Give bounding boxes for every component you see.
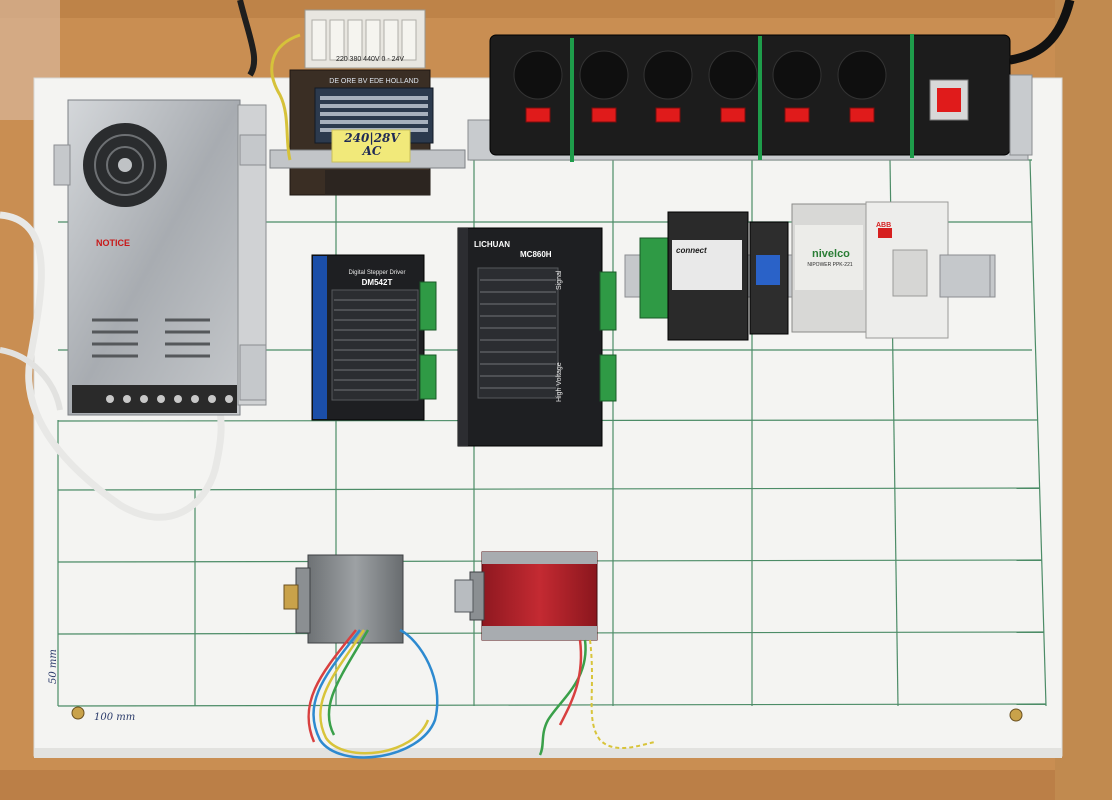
- driver-mc860h: [457, 227, 617, 447]
- brown-wire: [237, 0, 258, 77]
- socket-group: [513, 50, 887, 123]
- psu-notice-title: NOTICE: [96, 238, 131, 248]
- motor-wire-red-2: [558, 639, 583, 726]
- motor-wire-green: [327, 629, 370, 736]
- motor-wire-red: [307, 629, 357, 743]
- motor-wires-red: [538, 639, 587, 756]
- transformer: [269, 9, 466, 196]
- horizontal-scale-label: 100 mm: [94, 712, 136, 723]
- socket-6: [837, 50, 887, 100]
- socket-switch-4[interactable]: [720, 107, 746, 123]
- mc860h-high-voltage-label: High Voltage: [556, 362, 563, 402]
- socket-switch-5[interactable]: [784, 107, 810, 123]
- motor-wire-yellow-2: [589, 639, 656, 750]
- socket-1: [513, 50, 563, 100]
- abb-brand: ABB: [876, 222, 892, 229]
- motor-wire-yellow: [319, 629, 430, 755]
- mc860h-signal-label: Signal: [556, 270, 563, 290]
- socket-switch-6[interactable]: [849, 107, 875, 123]
- stepper-motor-grey: [283, 554, 404, 644]
- vertical-scale-label: 50 mm: [48, 649, 59, 684]
- power-supply-unit: [53, 99, 267, 416]
- motor-wires-grey: [312, 628, 439, 759]
- board-screws: [71, 706, 1023, 722]
- transformer-plate-voltages: 220 380 440V 0 - 24V: [335, 56, 405, 63]
- nivelco-model: NIPOWER PPK-221: [807, 262, 853, 268]
- socket-switch-1[interactable]: [525, 107, 551, 123]
- socket-4: [708, 50, 758, 100]
- transformer-plate-brand: DE ORE BV EDE HOLLAND: [329, 78, 419, 85]
- nivelco-brand: nivelco: [812, 248, 850, 260]
- cable-ties: [570, 34, 914, 162]
- white-power-cable: [0, 211, 225, 521]
- socket-switch-2[interactable]: [591, 107, 617, 123]
- socket-3: [643, 50, 693, 100]
- socket-5: [772, 50, 822, 100]
- socket-switch-3[interactable]: [655, 107, 681, 123]
- mc860h-model: MC860H: [520, 250, 552, 259]
- mc860h-brand: LICHUAN: [474, 240, 510, 249]
- socket-2: [579, 50, 629, 100]
- dm542t-model: DM542T: [361, 278, 393, 287]
- stepper-motor-red: [454, 551, 598, 641]
- driver-dm542t: [311, 254, 437, 421]
- transformer-wire: [270, 33, 301, 161]
- dm542t-title: Digital Stepper Driver: [348, 270, 406, 276]
- white-power-cable-2: [0, 347, 63, 411]
- connect-module-brand: connect: [676, 246, 707, 255]
- master-switch[interactable]: [929, 79, 969, 121]
- transformer-sticky-note: 240|28V AC: [344, 131, 400, 158]
- din-rail-modules: [624, 201, 996, 341]
